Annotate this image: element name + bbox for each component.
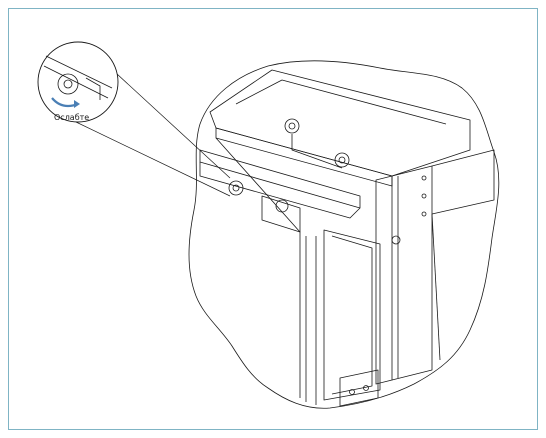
hinge-hole-4 [391,235,401,245]
door-panel-inner [331,235,373,395]
right-panel-lower [431,213,441,361]
top-panel-inner [235,79,447,125]
left-wall [215,137,301,398]
detail-screw-core [63,79,73,89]
bottom-hinge-hole-1 [349,389,355,395]
detail-rail-2 [43,65,109,99]
hinge-hole-1 [421,175,427,181]
callout-leader [75,61,231,197]
loosen-label: Ослабте [54,113,89,122]
detail-bracket [85,77,101,100]
leader-line-bottom [75,121,231,197]
bracket-screw-1 [284,118,300,134]
leader-line-top [103,61,231,179]
top-rail-lower [199,162,361,219]
bracket-screw-2 [334,152,350,168]
hinge-hole-3 [421,211,427,217]
right-panel [431,149,495,215]
bracket-screw-2-core [338,156,346,164]
door-panel [323,229,381,401]
detail-callout: Ослабте [37,41,119,123]
bottom-hinge [339,369,379,407]
side-screw-core [232,184,240,192]
side-screw [228,180,244,196]
hinge-plate [391,165,433,381]
detail-screw [57,73,79,95]
bracket-screw-1-core [288,122,296,130]
detail-rail [45,55,113,89]
bottom-hinge-hole-2 [363,385,369,391]
appliance-corner-drawing [188,60,500,409]
cutout-outline [188,60,500,409]
hinge-hole-2 [421,193,427,199]
bracket-arm [291,134,343,169]
loosen-arrow-head-icon [74,100,80,108]
